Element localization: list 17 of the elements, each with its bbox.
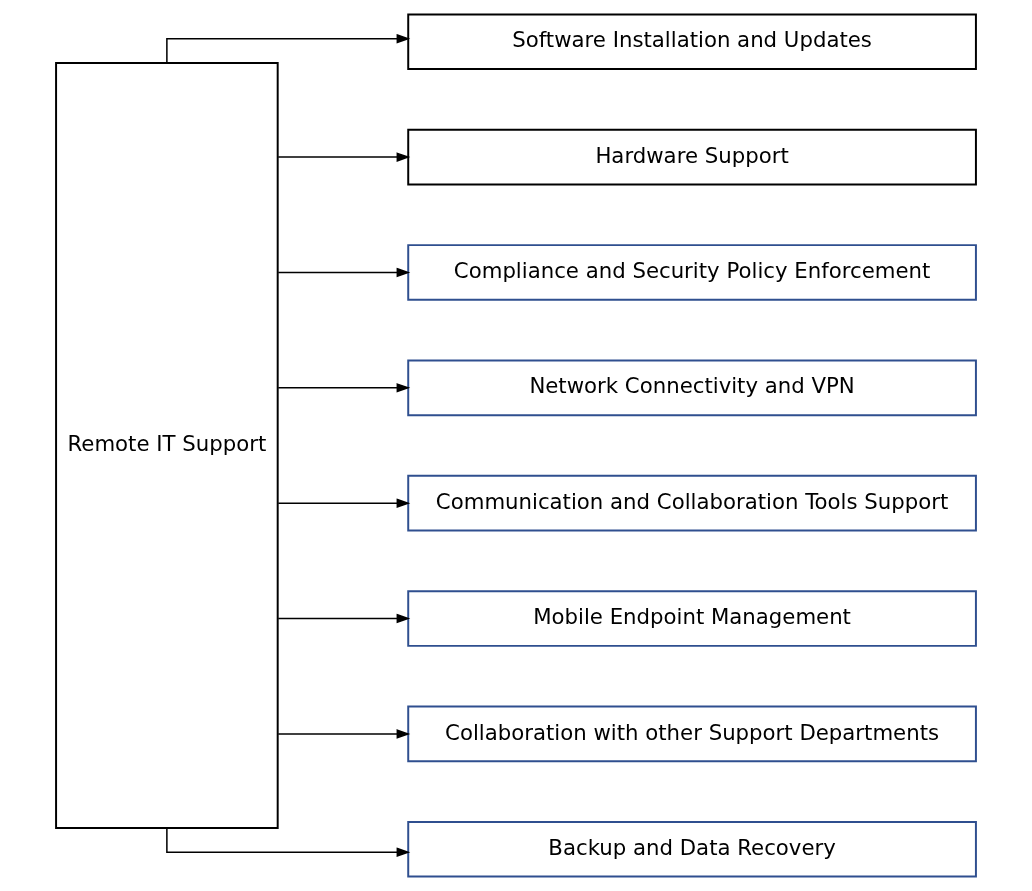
node-box: Compliance and Security Policy Enforcement [407, 244, 977, 301]
node-box: Mobile Endpoint Management [407, 590, 977, 647]
node-box: Communication and Collaboration Tools Support [407, 474, 977, 532]
node-box: Hardware Support [407, 128, 977, 186]
arrow [277, 729, 411, 739]
node-box: Network Connectivity and VPN [407, 359, 977, 417]
node-box: Software Installation and Updates [407, 13, 977, 71]
arrow [277, 267, 411, 278]
arrow [277, 383, 411, 393]
node-box: Remote IT Support [55, 62, 279, 829]
node-box: Collaboration with other Support Departments [407, 705, 977, 763]
node-box: Backup and Data Recovery [407, 820, 977, 878]
arrow [277, 613, 411, 624]
arrow [277, 498, 411, 508]
arrow [166, 827, 411, 858]
arrow [166, 33, 411, 64]
arrow [277, 152, 411, 162]
